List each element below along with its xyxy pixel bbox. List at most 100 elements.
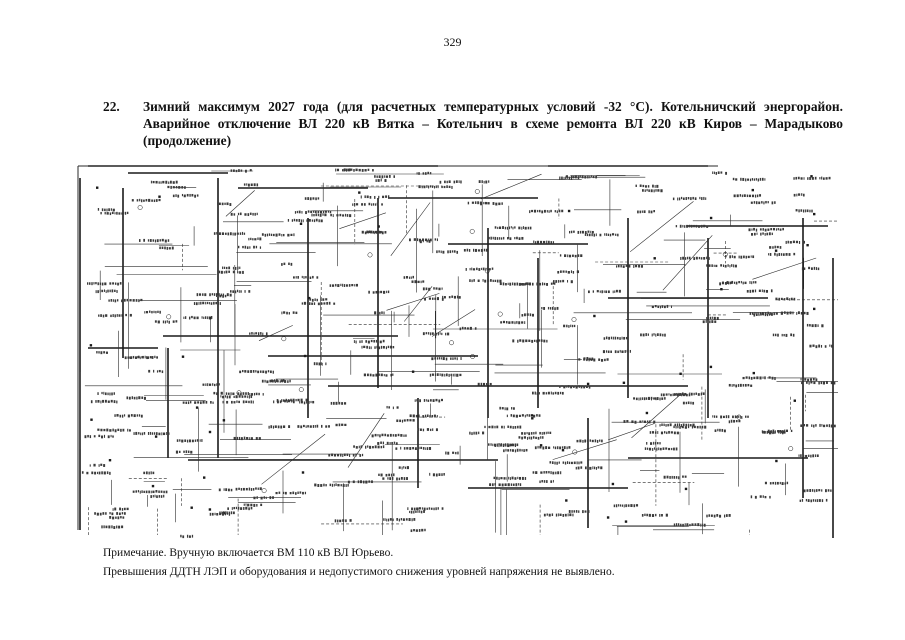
illegible-label bbox=[371, 433, 407, 438]
illegible-label bbox=[806, 323, 824, 328]
breaker-node bbox=[586, 382, 590, 386]
illegible-label bbox=[801, 381, 836, 385]
illegible-label bbox=[436, 250, 459, 254]
illegible-label bbox=[227, 506, 253, 511]
breaker-node bbox=[565, 499, 568, 502]
illegible-label bbox=[353, 339, 385, 344]
illegible-label bbox=[563, 324, 576, 328]
illegible-label bbox=[418, 185, 453, 189]
illegible-label bbox=[249, 392, 264, 397]
illegible-label bbox=[576, 439, 603, 443]
illegible-label bbox=[243, 503, 263, 507]
illegible-label bbox=[87, 282, 124, 286]
illegible-label bbox=[493, 476, 527, 481]
illegible-label bbox=[411, 280, 425, 284]
illegible-label bbox=[521, 431, 552, 436]
transformer-node bbox=[281, 336, 287, 342]
breaker-node bbox=[96, 186, 99, 189]
illegible-label bbox=[568, 510, 590, 514]
section-number: 22. bbox=[103, 99, 120, 114]
illegible-label bbox=[424, 297, 444, 301]
illegible-label bbox=[183, 315, 213, 320]
illegible-label bbox=[230, 169, 252, 173]
transformer-node bbox=[497, 311, 503, 317]
illegible-label bbox=[374, 311, 385, 315]
illegible-label bbox=[281, 262, 293, 266]
illegible-label bbox=[180, 534, 194, 539]
illegible-label bbox=[213, 391, 249, 396]
illegible-label bbox=[131, 198, 161, 203]
illegible-label bbox=[382, 477, 408, 481]
illegible-label bbox=[429, 472, 445, 477]
illegible-label bbox=[329, 283, 358, 288]
schematic-buses bbox=[79, 165, 834, 538]
illegible-label bbox=[89, 463, 106, 467]
diagonal-line bbox=[339, 212, 386, 229]
illegible-label bbox=[375, 178, 387, 182]
illegible-label bbox=[287, 218, 323, 223]
illegible-label bbox=[144, 310, 161, 314]
diagonal-line bbox=[258, 325, 293, 341]
illegible-label bbox=[410, 528, 426, 533]
illegible-label bbox=[746, 289, 773, 293]
breaker-node bbox=[567, 209, 571, 213]
breaker-node bbox=[154, 435, 158, 438]
illegible-label bbox=[275, 491, 307, 495]
illegible-label bbox=[126, 396, 146, 400]
illegible-label bbox=[378, 473, 395, 477]
illegible-label bbox=[742, 376, 776, 381]
illegible-label bbox=[675, 224, 709, 228]
illegible-label bbox=[750, 495, 771, 499]
transformer-node bbox=[474, 189, 480, 194]
illegible-label bbox=[409, 510, 425, 514]
breaker-node bbox=[645, 411, 649, 415]
illegible-label bbox=[108, 298, 143, 303]
illegible-label bbox=[532, 391, 564, 395]
illegible-label bbox=[800, 378, 818, 382]
illegible-label bbox=[97, 391, 115, 396]
breaker-node bbox=[751, 188, 754, 192]
illegible-label bbox=[431, 357, 462, 361]
breaker-node bbox=[308, 296, 311, 300]
illegible-label bbox=[539, 479, 554, 484]
illegible-label bbox=[416, 171, 432, 175]
illegible-label bbox=[463, 248, 488, 252]
illegible-label bbox=[382, 518, 416, 522]
illegible-label bbox=[304, 197, 320, 201]
illegible-label bbox=[801, 266, 820, 271]
illegible-label bbox=[213, 231, 246, 236]
diagonal-line bbox=[631, 394, 681, 439]
illegible-label bbox=[803, 489, 832, 493]
illegible-label bbox=[706, 514, 731, 518]
transformer-node bbox=[367, 252, 373, 258]
illegible-label bbox=[799, 498, 828, 503]
illegible-label bbox=[202, 383, 220, 387]
illegible-label bbox=[775, 297, 796, 301]
illegible-label bbox=[769, 245, 782, 249]
breaker-node bbox=[806, 244, 809, 247]
illegible-label bbox=[253, 496, 274, 500]
breaker-node bbox=[775, 459, 778, 463]
illegible-label bbox=[172, 193, 199, 198]
illegible-label bbox=[578, 358, 609, 362]
illegible-label bbox=[712, 415, 734, 419]
illegible-label bbox=[239, 369, 274, 374]
illegible-label bbox=[559, 385, 591, 389]
illegible-label bbox=[518, 436, 544, 440]
illegible-label bbox=[407, 507, 444, 511]
illegible-label bbox=[646, 441, 661, 445]
illegible-label bbox=[728, 419, 741, 424]
illegible-label bbox=[800, 423, 836, 428]
illegible-label bbox=[270, 379, 285, 383]
transformer-node bbox=[298, 387, 304, 393]
illegible-label bbox=[712, 171, 728, 175]
breaker-node bbox=[679, 372, 682, 375]
illegible-label bbox=[533, 240, 555, 244]
transformer-node bbox=[469, 228, 475, 234]
illegible-label bbox=[478, 180, 490, 184]
illegible-label bbox=[635, 184, 659, 188]
schematic-lines bbox=[77, 165, 838, 535]
illegible-label bbox=[347, 480, 373, 484]
breaker-node bbox=[624, 520, 628, 523]
illegible-label bbox=[682, 401, 695, 405]
